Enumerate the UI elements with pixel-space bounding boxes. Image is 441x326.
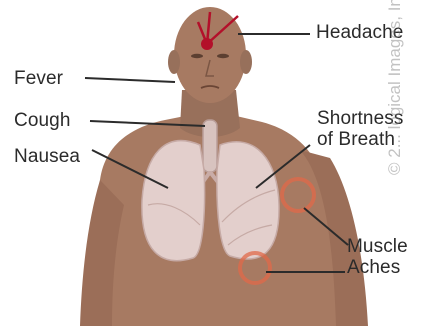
left-eye bbox=[191, 54, 203, 58]
nausea-label: Nausea bbox=[14, 146, 80, 167]
copyright-watermark: © 2... logical Images, Inc bbox=[385, 0, 405, 175]
right-ear bbox=[240, 50, 252, 74]
fever-label: Fever bbox=[14, 68, 63, 89]
muscle-aches-label: Muscle Aches bbox=[347, 236, 408, 278]
trachea bbox=[203, 120, 217, 172]
left-ear bbox=[168, 50, 180, 74]
cough-label: Cough bbox=[14, 110, 71, 131]
fever-leader bbox=[85, 78, 175, 82]
right-eye bbox=[217, 54, 229, 58]
